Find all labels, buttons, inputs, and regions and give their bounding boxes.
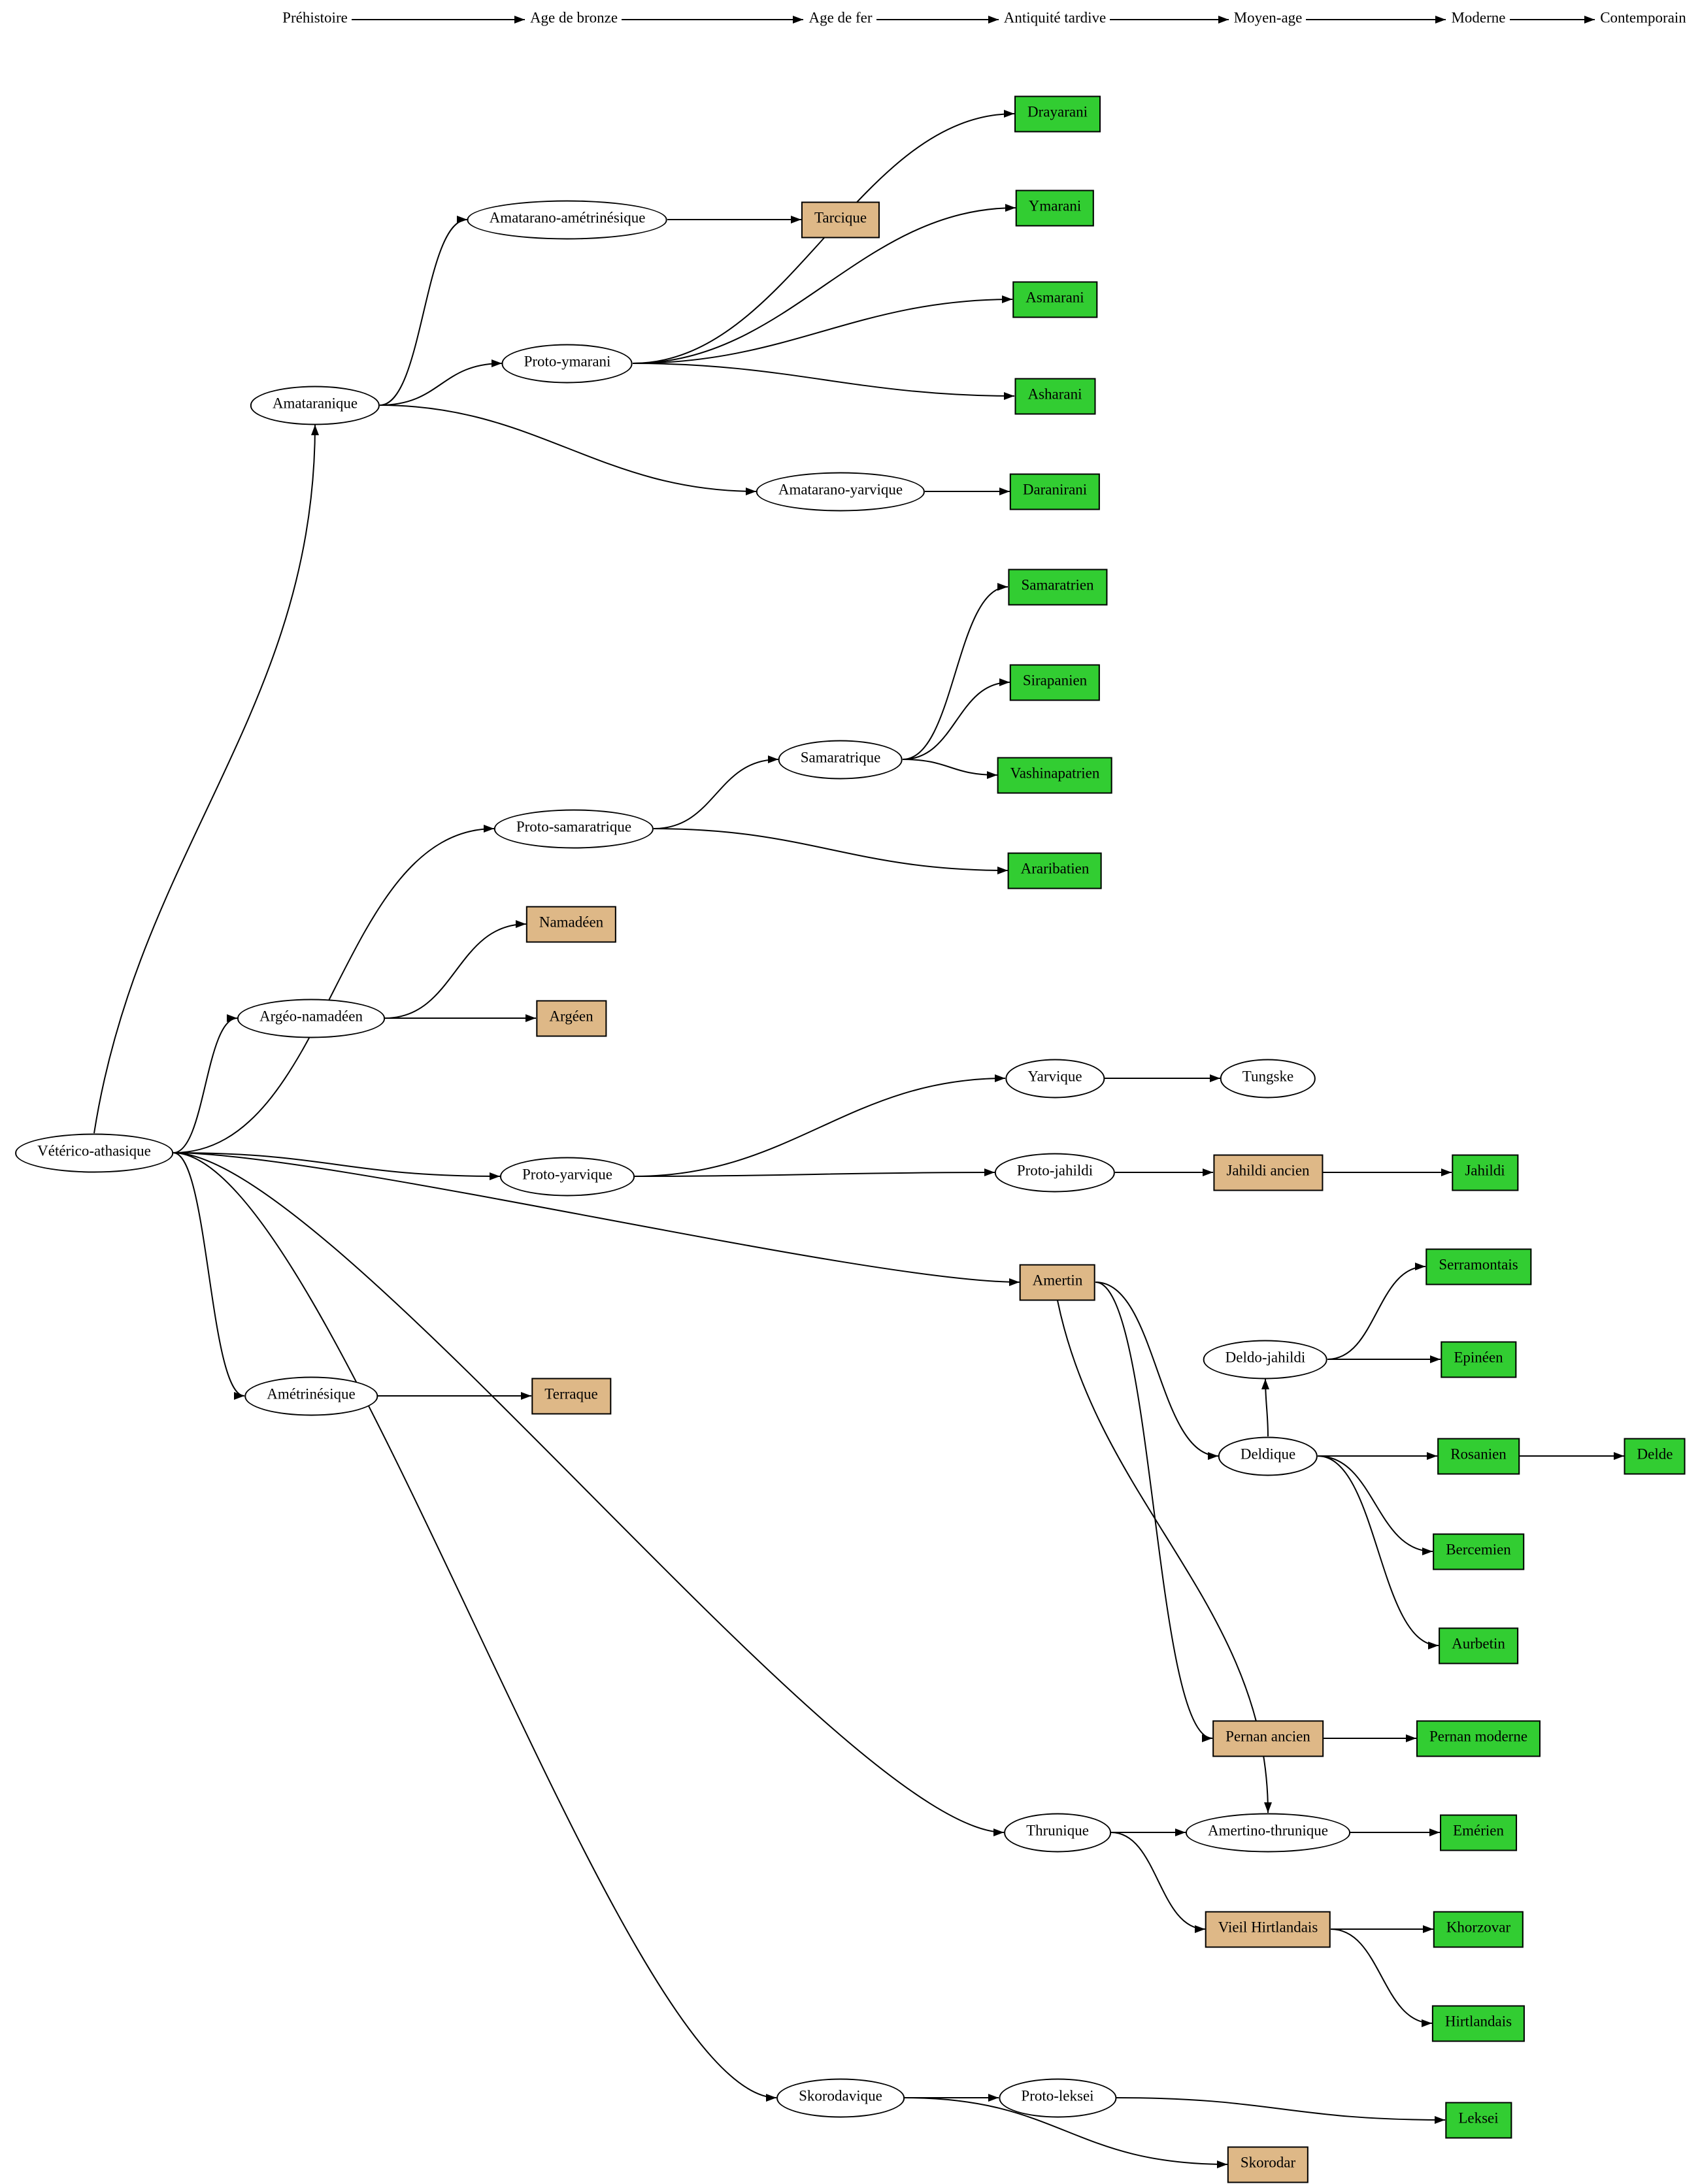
edge-proto-ymarani--drayarani	[632, 110, 1015, 364]
edge-veterico-athasique--amertin	[173, 1152, 1020, 1286]
edge-veterico-athasique--proto-yarvique	[173, 1152, 501, 1180]
era-label-contemporain: Contemporain	[1600, 10, 1686, 27]
era-label-moyen-age: Moyen-age	[1233, 10, 1303, 27]
node-ymarani: Ymarani	[1015, 190, 1095, 226]
edge-samaratrique--vashinapatrien	[902, 759, 998, 779]
node-yarvique: Yarvique	[1005, 1059, 1105, 1098]
era-label-prehistoire: Préhistoire	[282, 10, 348, 27]
node-hirtlandais: Hirtlandais	[1431, 2005, 1525, 2042]
node-argeen: Argéen	[536, 1000, 607, 1036]
edge-proto-samaratrique--samaratrique	[653, 755, 779, 829]
node-emerien: Emérien	[1440, 1814, 1517, 1851]
edge-argeo-namadeen--namadeen	[384, 920, 527, 1019]
edge-veterico-athasique--thrunique	[173, 1152, 1005, 1836]
node-bercemien: Bercemien	[1433, 1533, 1524, 1570]
edge-deldo-jahildi--serramontais	[1327, 1263, 1426, 1360]
node-veterico-athasique: Vétérico-athasique	[15, 1133, 173, 1172]
node-samaratrien: Samaratrien	[1008, 569, 1107, 605]
node-araribatien: Araribatien	[1007, 852, 1103, 889]
node-samaratrique: Samaratrique	[778, 740, 903, 779]
node-khorzovar: Khorzovar	[1433, 1911, 1524, 1947]
edge-samaratrique--sirapanien	[902, 678, 1010, 760]
edge-vieil-hirtlandais--hirtlandais	[1330, 1928, 1433, 2027]
node-argeo-namadeen: Argéo-namadéen	[237, 999, 385, 1038]
edge-amataranique--amatarano-ametrinesique	[379, 216, 468, 406]
node-delde: Delde	[1624, 1438, 1686, 1474]
node-amertino-thrunique: Amertino-thrunique	[1186, 1813, 1350, 1852]
node-serramontais: Serramontais	[1425, 1248, 1531, 1285]
node-epineen: Epinéen	[1441, 1341, 1516, 1378]
edge-proto-yarvique--proto-jahildi	[634, 1168, 995, 1177]
node-leksei: Leksei	[1445, 2102, 1512, 2138]
node-jahildi: Jahildi	[1452, 1154, 1518, 1191]
node-deldique: Deldique	[1218, 1436, 1318, 1476]
node-ametrinesique: Amétrinésique	[244, 1376, 378, 1415]
node-proto-jahildi: Proto-jahildi	[994, 1153, 1116, 1192]
node-tungske: Tungske	[1220, 1059, 1316, 1098]
edge-proto-ymarani--ymarani	[632, 204, 1016, 364]
edge-proto-yarvique--yarvique	[634, 1074, 1006, 1177]
edge-proto-leksei--leksei	[1116, 2097, 1446, 2124]
edge-veterico-athasique--ametrinesique	[173, 1152, 245, 1400]
edge-deldique--deldo-jahildi	[1261, 1378, 1270, 1437]
edge-samaratrique--samaratrien	[902, 583, 1008, 760]
edge-amertin--pernan-ancien	[1095, 1282, 1213, 1742]
node-pernan-ancien: Pernan ancien	[1212, 1720, 1324, 1757]
era-label-moderne: Moderne	[1451, 10, 1506, 27]
node-pernan-moderne: Pernan moderne	[1416, 1720, 1541, 1757]
node-asharani: Asharani	[1014, 378, 1095, 414]
node-namadeen: Namadéen	[525, 906, 617, 942]
edge-skorodavique--skorodar	[904, 2097, 1228, 2168]
node-tarcique: Tarcique	[801, 201, 880, 238]
node-proto-leksei: Proto-leksei	[999, 2078, 1116, 2117]
node-amatarano-yarvique: Amatarano-yarvique	[756, 472, 925, 511]
edge-veterico-athasique--proto-samaratrique	[173, 825, 495, 1153]
edge-deldique--aurbetin	[1317, 1455, 1439, 1649]
edge-deldique--bercemien	[1317, 1455, 1433, 1555]
edge-amataranique--proto-ymarani	[379, 359, 503, 406]
node-amertin: Amertin	[1019, 1264, 1096, 1300]
node-terraque: Terraque	[531, 1378, 611, 1414]
edge-veterico-athasique--skorodavique	[173, 1152, 777, 2102]
edge-veterico-athasique--argeo-namadeen	[173, 1014, 238, 1153]
node-rosanien: Rosanien	[1437, 1438, 1520, 1474]
edge-proto-ymarani--asmarani	[632, 295, 1013, 364]
era-label-bronze: Age de bronze	[529, 10, 618, 27]
node-vashinapatrien: Vashinapatrien	[997, 757, 1113, 793]
node-skorodar: Skorodar	[1227, 2146, 1309, 2183]
node-amatarano-ametrinesique: Amatarano-amétrinésique	[467, 200, 668, 239]
node-thrunique: Thrunique	[1004, 1813, 1111, 1852]
edge-amertin--deldique	[1095, 1282, 1219, 1460]
edge-veterico-athasique--amataranique	[93, 424, 319, 1134]
node-vieil-hirtlandais: Vieil Hirtlandais	[1205, 1911, 1331, 1947]
node-aurbetin: Aurbetin	[1439, 1627, 1518, 1664]
node-amataranique: Amataranique	[250, 386, 380, 425]
era-label-fer: Age de fer	[808, 10, 873, 27]
edge-proto-ymarani--asharani	[632, 363, 1015, 400]
node-sirapanien: Sirapanien	[1009, 664, 1101, 701]
node-jahildi-ancien: Jahildi ancien	[1213, 1154, 1323, 1191]
era-label-antiquite: Antiquité tardive	[1003, 10, 1107, 27]
edge-thrunique--vieil-hirtlandais	[1110, 1832, 1206, 1933]
node-skorodavique: Skorodavique	[776, 2078, 905, 2117]
node-deldo-jahildi: Deldo-jahildi	[1203, 1340, 1328, 1379]
edge-amataranique--amatarano-yarvique	[379, 405, 757, 495]
node-asmarani: Asmarani	[1012, 281, 1097, 318]
edge-proto-samaratrique--araribatien	[653, 828, 1008, 874]
node-proto-yarvique: Proto-yarvique	[500, 1157, 635, 1196]
node-proto-ymarani: Proto-ymarani	[501, 344, 633, 383]
node-proto-samaratrique: Proto-samaratrique	[493, 809, 654, 848]
node-daranirani: Daranirani	[1009, 473, 1101, 510]
node-drayarani: Drayarani	[1014, 95, 1101, 132]
